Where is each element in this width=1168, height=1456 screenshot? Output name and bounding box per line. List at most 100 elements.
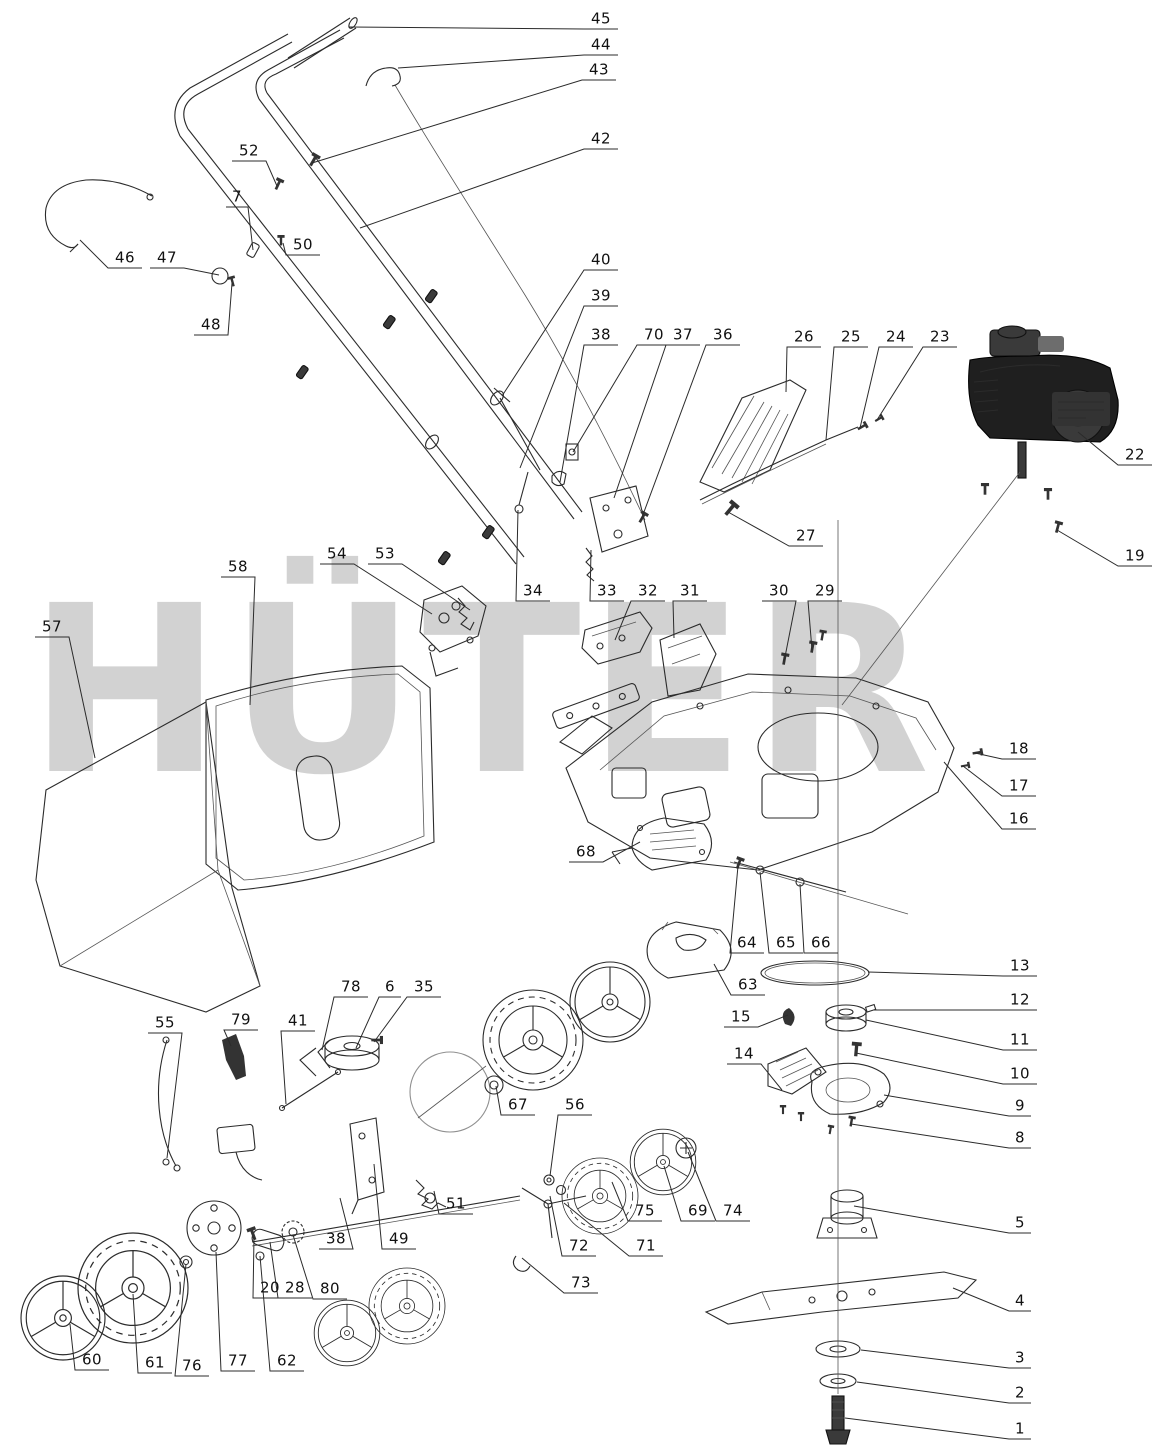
part-label-78: 78	[340, 977, 362, 996]
leader-line	[320, 563, 433, 615]
part-label-50: 50	[292, 235, 314, 254]
leader-line	[572, 344, 671, 453]
part-label-52: 52	[238, 141, 260, 160]
part-label-33: 33	[596, 581, 618, 600]
part-label-14: 14	[733, 1044, 755, 1063]
deck-illustration	[559, 471, 1021, 915]
part-label-13: 13	[1009, 956, 1031, 975]
part-label-69: 69	[687, 1201, 709, 1220]
blade-illustration	[704, 520, 978, 1445]
part-label-57: 57	[41, 617, 63, 636]
leader-line	[521, 1257, 598, 1294]
leader-line	[687, 1151, 750, 1222]
leader-line	[373, 1163, 416, 1250]
lever-assembly-illustration	[419, 585, 487, 677]
part-label-53: 53	[374, 544, 396, 563]
leader-line	[713, 963, 765, 996]
part-label-73: 73	[570, 1273, 592, 1292]
leader-line	[226, 206, 254, 251]
part-label-63: 63	[737, 975, 759, 994]
part-label-41: 41	[287, 1011, 309, 1030]
leader-line	[785, 346, 821, 393]
leader-line	[844, 1417, 1031, 1440]
part-label-23: 23	[929, 327, 951, 346]
part-label-15: 15	[730, 1007, 752, 1026]
part-label-64: 64	[736, 933, 758, 952]
part-label-36: 36	[712, 325, 734, 344]
part-label-62: 62	[276, 1351, 298, 1370]
leader-line	[663, 1165, 715, 1222]
leader-line	[563, 1202, 663, 1257]
belt-drive-illustration	[760, 960, 891, 1239]
leader-line	[859, 346, 913, 429]
leader-line	[132, 1293, 172, 1374]
part-label-38: 38	[590, 325, 612, 344]
leader-line	[194, 282, 233, 336]
leader-line	[148, 1032, 183, 1159]
leader-line	[640, 344, 740, 521]
leader-line	[280, 1030, 315, 1105]
leader-line	[501, 269, 618, 397]
part-label-75: 75	[634, 1201, 656, 1220]
leader-line	[519, 305, 618, 469]
leader-lines	[35, 26, 1152, 1440]
leader-line	[962, 765, 1036, 797]
leader-line	[853, 1205, 1031, 1234]
part-label-7: 7	[231, 187, 243, 206]
part-label-20: 20	[259, 1278, 281, 1297]
leader-line	[515, 509, 550, 602]
part-label-26: 26	[793, 327, 815, 346]
part-label-48: 48	[200, 315, 222, 334]
part-label-80: 80	[319, 1279, 341, 1298]
part-label-1: 1	[1014, 1419, 1026, 1438]
leader-line	[867, 971, 1037, 977]
grass-bag-illustration	[35, 665, 435, 1013]
rear-door-illustration	[699, 379, 885, 519]
part-label-77: 77	[227, 1351, 249, 1370]
leader-line	[252, 1236, 287, 1299]
leader-line	[355, 996, 401, 1049]
leader-line	[729, 865, 764, 954]
leader-line	[727, 511, 823, 547]
leader-line	[724, 1014, 789, 1028]
part-label-47: 47	[156, 248, 178, 267]
leader-line	[269, 1241, 312, 1299]
part-label-5: 5	[1014, 1213, 1026, 1232]
part-label-10: 10	[1009, 1064, 1031, 1083]
leader-line	[348, 26, 618, 30]
leader-line	[321, 996, 368, 1051]
leader-line	[727, 1063, 783, 1091]
part-label-2: 2	[1014, 1383, 1026, 1402]
leader-line	[292, 1234, 347, 1300]
leader-line	[825, 346, 868, 441]
part-label-66: 66	[810, 933, 832, 952]
part-label-16: 16	[1008, 809, 1030, 828]
part-label-19: 19	[1124, 546, 1146, 565]
leader-line	[79, 239, 142, 269]
part-label-31: 31	[679, 581, 701, 600]
leader-line	[319, 1197, 354, 1250]
leader-line	[762, 600, 797, 663]
leader-line	[549, 1114, 592, 1177]
part-label-51: 51	[445, 1194, 467, 1213]
leader-line	[807, 600, 842, 651]
engine-illustration	[968, 325, 1119, 479]
part-label-72: 72	[568, 1236, 590, 1255]
leader-line	[759, 871, 803, 954]
leader-line	[876, 346, 957, 421]
part-label-12: 12	[1009, 990, 1031, 1009]
leader-line	[215, 1251, 255, 1372]
leader-line	[549, 1195, 596, 1257]
part-label-30: 30	[768, 581, 790, 600]
part-label-58: 58	[227, 557, 249, 576]
leader-line	[589, 549, 624, 602]
leader-line	[359, 148, 618, 229]
leader-line	[850, 1123, 1031, 1149]
leader-line	[799, 883, 838, 954]
part-label-35: 35	[413, 977, 435, 996]
leader-line	[613, 344, 700, 499]
leader-line	[1056, 529, 1152, 567]
part-label-49: 49	[388, 1229, 410, 1248]
part-label-76: 76	[181, 1356, 203, 1375]
